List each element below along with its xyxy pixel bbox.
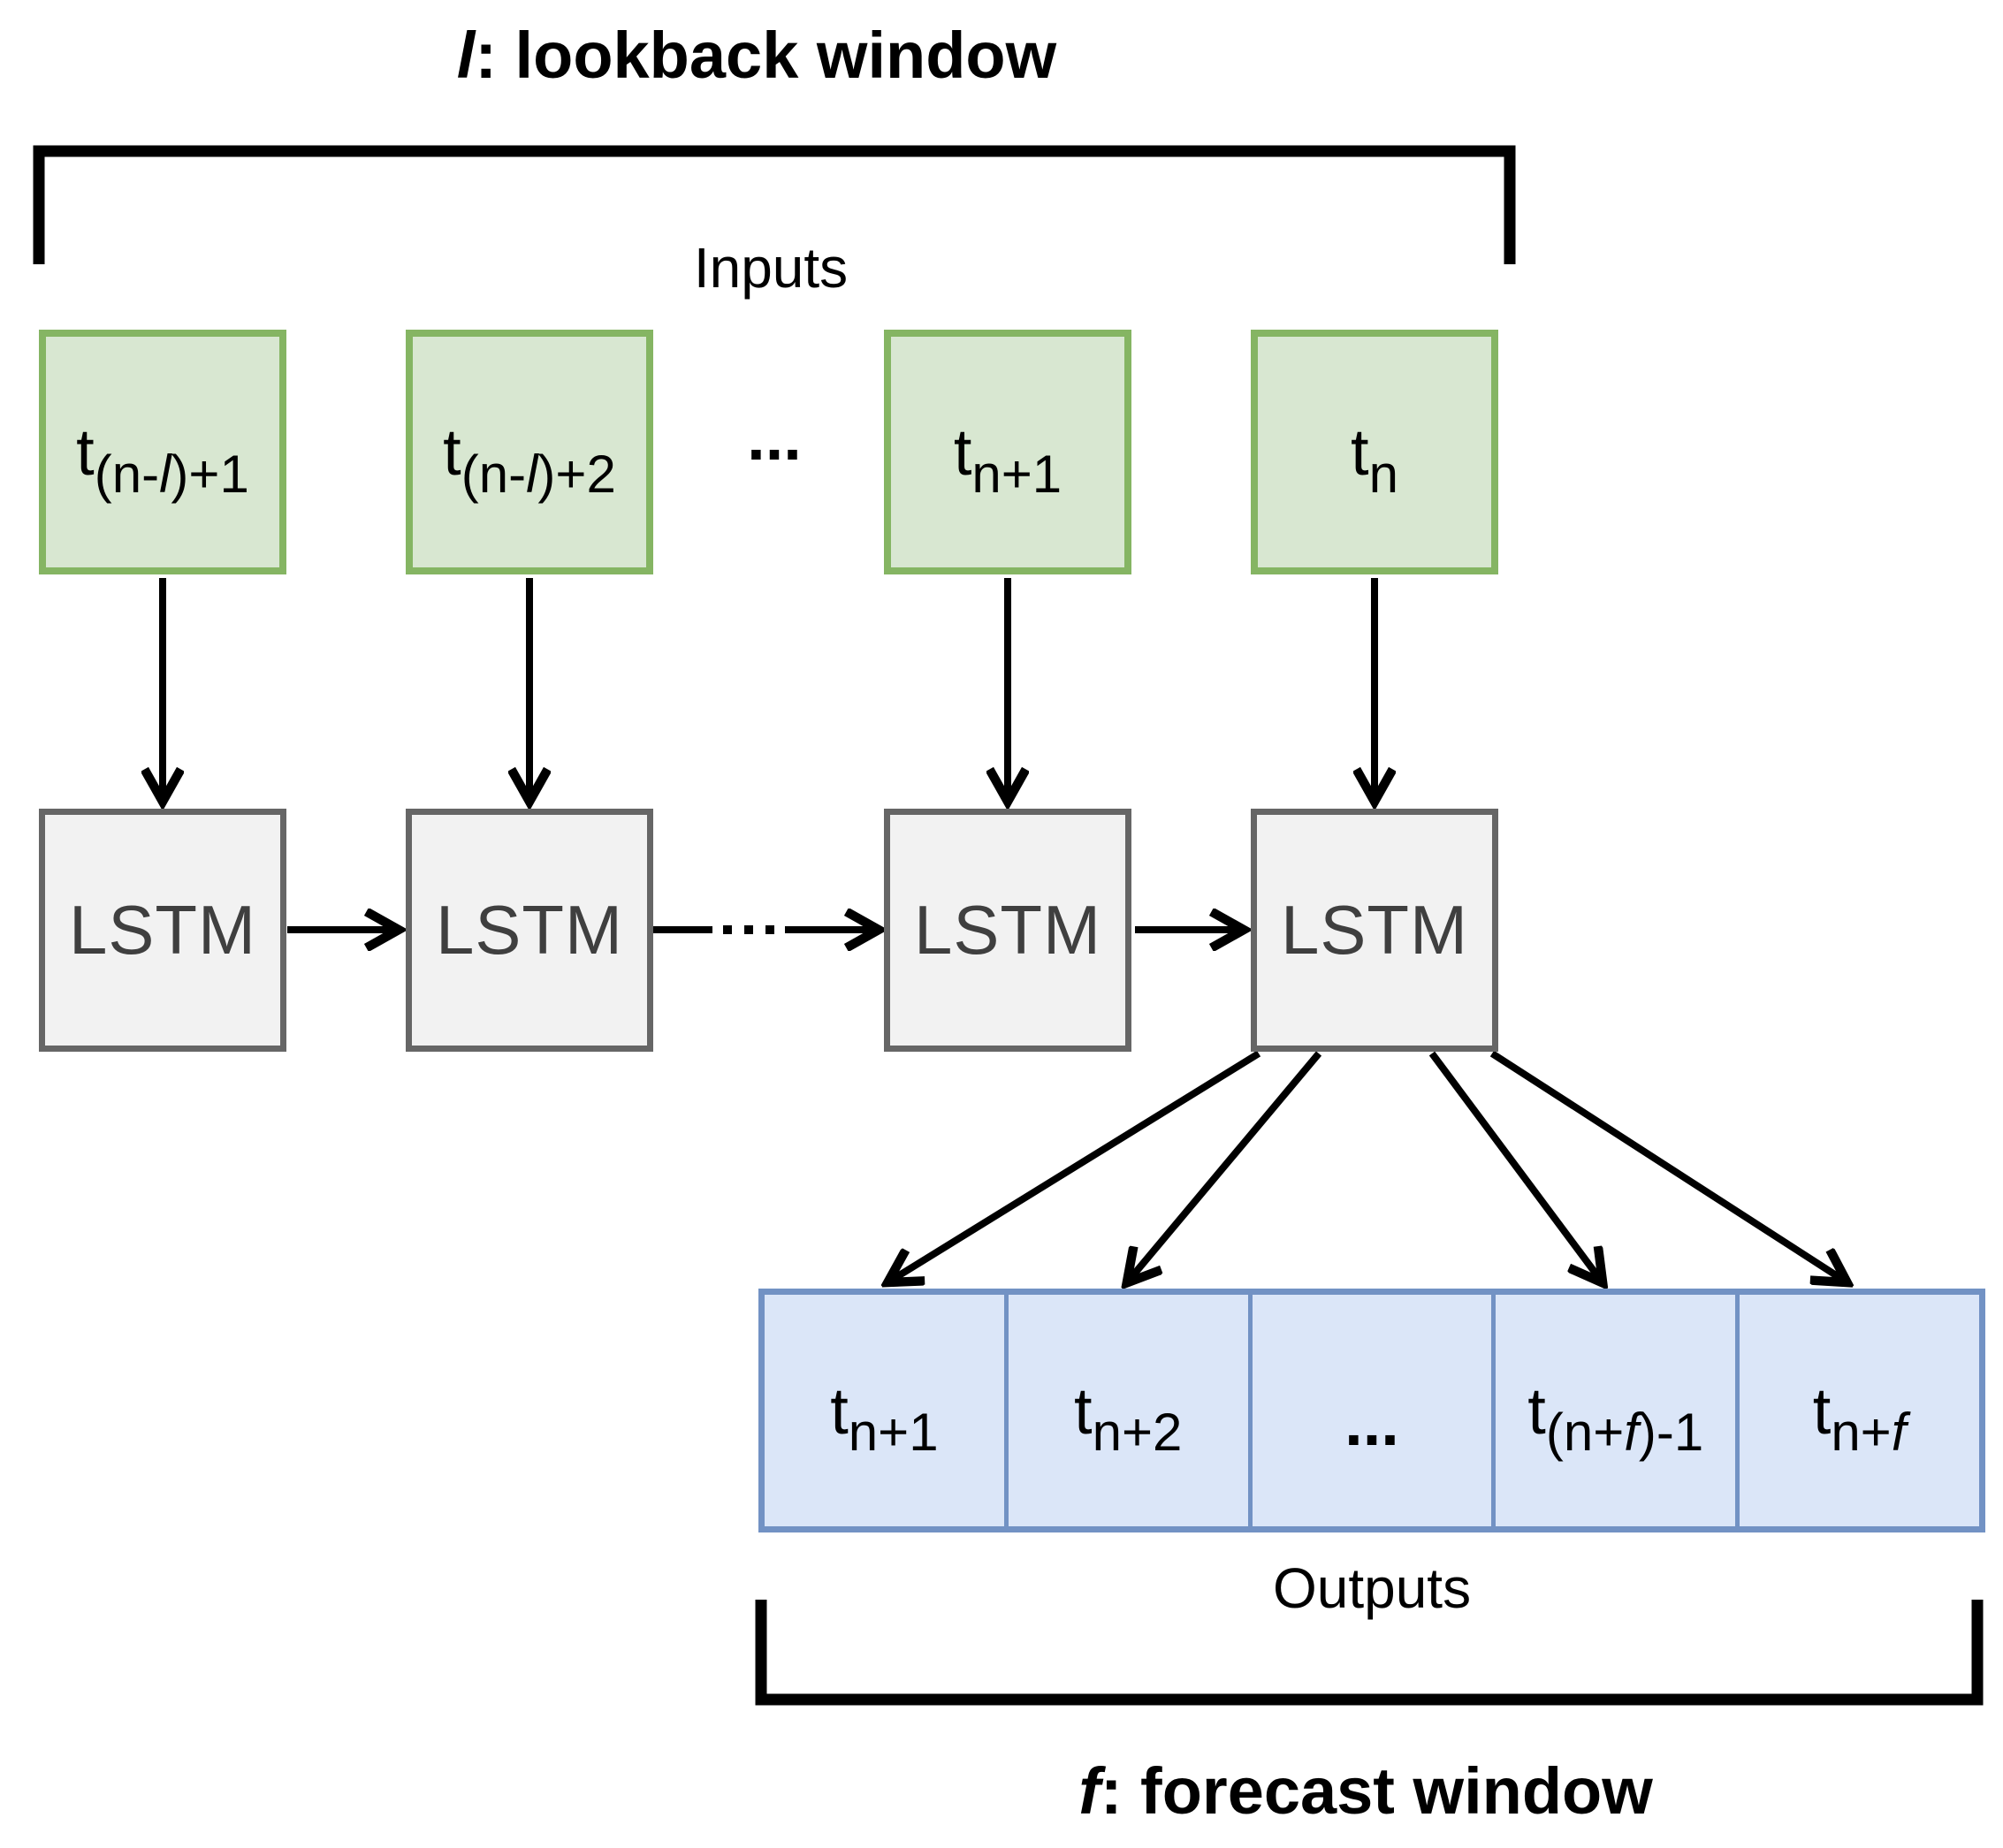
ellipsis-dot-3 <box>765 925 774 934</box>
lstm-box-3-label: LSTM <box>913 891 1102 969</box>
output-box-1: tn+1 <box>765 1295 1004 1526</box>
output-box-2-label: tn+2 <box>1074 1373 1183 1463</box>
output-box-3-label: t(n+f)-1 <box>1527 1373 1704 1463</box>
lstm-box-1-label: LSTM <box>68 891 257 969</box>
output-box-4: tn+f <box>1735 1295 1979 1526</box>
forecast-symbol: f <box>1078 1754 1101 1828</box>
forecast-window-title: f: forecast window <box>968 1753 1763 1829</box>
input-box-1: t(n-l)+1 <box>39 330 286 574</box>
input-box-3-label: tn+1 <box>953 415 1062 504</box>
output-box-3: t(n+f)-1 <box>1491 1295 1736 1526</box>
output-box-2: tn+2 <box>1003 1295 1248 1526</box>
output-fan-arrow-3 <box>1428 1051 1602 1281</box>
ellipsis-dot-2 <box>744 925 753 934</box>
input-box-2-label: t(n-l)+2 <box>443 415 616 504</box>
input-row-ellipsis: ... <box>747 400 802 474</box>
lstm-box-1: LSTM <box>39 809 286 1052</box>
output-fan-arrow-1 <box>889 1050 1261 1281</box>
lookback-title-text: : lookback window <box>475 19 1057 92</box>
output-strip: tn+1 tn+2 ... t(n+f)-1 tn+f <box>758 1289 1985 1532</box>
input-box-4-label: tn <box>1351 415 1398 504</box>
lstm-box-4-label: LSTM <box>1280 891 1469 969</box>
output-box-4-label: tn+f <box>1812 1373 1907 1463</box>
output-box-ellipsis: ... <box>1247 1295 1492 1526</box>
input-box-1-label: t(n-l)+1 <box>76 415 249 504</box>
inputs-label: Inputs <box>693 236 849 300</box>
lstm-box-3: LSTM <box>884 809 1131 1052</box>
input-box-4: tn <box>1251 330 1498 574</box>
outputs-label: Outputs <box>1272 1556 1472 1620</box>
lookback-symbol: l <box>456 19 476 92</box>
lstm-box-4: LSTM <box>1251 809 1498 1052</box>
input-box-3: tn+1 <box>884 330 1131 574</box>
lookback-window-title: l: lookback window <box>359 18 1154 93</box>
input-box-2: t(n-l)+2 <box>406 330 653 574</box>
forecast-title-text: : forecast window <box>1100 1754 1653 1828</box>
ellipsis-dot-1 <box>723 925 732 934</box>
output-fan-arrow-4 <box>1489 1050 1846 1281</box>
output-fan-arrow-2 <box>1128 1051 1322 1281</box>
lstm-box-2-label: LSTM <box>435 891 624 969</box>
output-row-ellipsis: ... <box>1344 1385 1399 1459</box>
lstm-box-2: LSTM <box>406 809 653 1052</box>
output-box-1-label: tn+1 <box>830 1373 939 1463</box>
